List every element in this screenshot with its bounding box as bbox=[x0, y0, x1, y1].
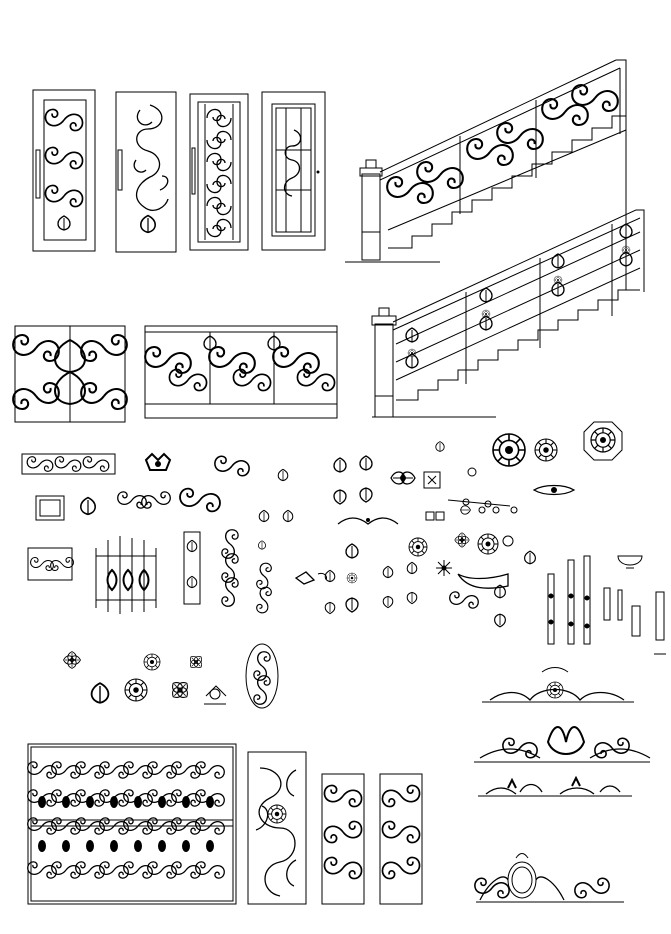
baluster-ornament-1 bbox=[183, 531, 201, 605]
door-3 bbox=[189, 93, 249, 251]
grille-panel-tall-2 bbox=[321, 773, 365, 905]
ornament-shell-2 bbox=[524, 550, 536, 565]
ornament-chain-1 bbox=[447, 498, 511, 508]
rosette-medium-1 bbox=[534, 438, 558, 462]
ornament-dot-1 bbox=[467, 467, 477, 477]
pediment-crest-2 bbox=[474, 726, 651, 763]
ornament-cup bbox=[617, 555, 643, 569]
ornament-bracket-1 bbox=[423, 471, 441, 489]
ornament-bow-1 bbox=[117, 491, 171, 509]
ornament-shell-1 bbox=[80, 496, 96, 516]
pediment-crest-4 bbox=[474, 853, 624, 903]
ornament-badge-octagon bbox=[583, 421, 623, 461]
ornament-row-dots bbox=[460, 505, 518, 515]
baluster-ornament-5 bbox=[345, 543, 359, 613]
gate-panel-small bbox=[95, 536, 157, 614]
ornament-cross-2 bbox=[454, 532, 470, 548]
door-4 bbox=[261, 91, 326, 251]
ornament-scroll-1 bbox=[214, 455, 250, 477]
ornament-bracket-3 bbox=[449, 591, 479, 609]
baluster-ornament-2 bbox=[221, 529, 239, 607]
rosette-large-1 bbox=[492, 433, 526, 467]
ornament-frame-square bbox=[27, 547, 74, 581]
door-1 bbox=[32, 89, 96, 252]
ornament-leaf-2 bbox=[435, 441, 445, 452]
ornament-rail-1 bbox=[532, 484, 576, 496]
ornament-garland-1 bbox=[337, 517, 399, 525]
ornament-leaf-3 bbox=[258, 509, 270, 523]
ornament-cross-1 bbox=[390, 471, 416, 485]
fence-panel-wide bbox=[144, 325, 338, 419]
ornament-leaf-4 bbox=[282, 509, 294, 523]
ornament-vertical-2 bbox=[359, 455, 373, 503]
baluster-ornament-3 bbox=[256, 540, 272, 614]
rosette-small-2 bbox=[477, 533, 499, 555]
staircase-railing-2 bbox=[371, 209, 645, 418]
ornament-drop-1 bbox=[494, 584, 506, 628]
ornament-bird bbox=[294, 571, 327, 585]
ornament-tile-1 bbox=[35, 495, 65, 521]
grille-panel-tall-1 bbox=[247, 751, 307, 905]
rosette-cluster bbox=[63, 651, 227, 705]
pediment-crest-1 bbox=[482, 667, 634, 703]
baluster-ornament-6 bbox=[382, 565, 394, 609]
spindle-group bbox=[547, 555, 666, 655]
baluster-ornament-7 bbox=[406, 561, 418, 605]
fence-panel-square bbox=[12, 325, 128, 423]
pediment-crest-3 bbox=[478, 775, 632, 797]
ornament-squares bbox=[425, 511, 445, 521]
ornament-oval-medallion bbox=[245, 643, 279, 709]
ornament-leaf-1 bbox=[277, 468, 289, 482]
ornament-vertical-1 bbox=[333, 457, 347, 505]
rosette-small-1 bbox=[408, 537, 428, 557]
grille-panel-large bbox=[27, 743, 237, 905]
staircase-railing-1 bbox=[345, 59, 627, 290]
ornament-scroll-2 bbox=[179, 487, 221, 513]
ornament-dot-2 bbox=[502, 535, 514, 547]
ornament-crown-1 bbox=[144, 452, 172, 471]
ornament-star-1 bbox=[436, 560, 452, 576]
border-strip bbox=[21, 453, 116, 475]
grille-panel-tall-3 bbox=[379, 773, 423, 905]
ornament-bracket-2 bbox=[457, 573, 509, 589]
door-2 bbox=[115, 91, 177, 253]
